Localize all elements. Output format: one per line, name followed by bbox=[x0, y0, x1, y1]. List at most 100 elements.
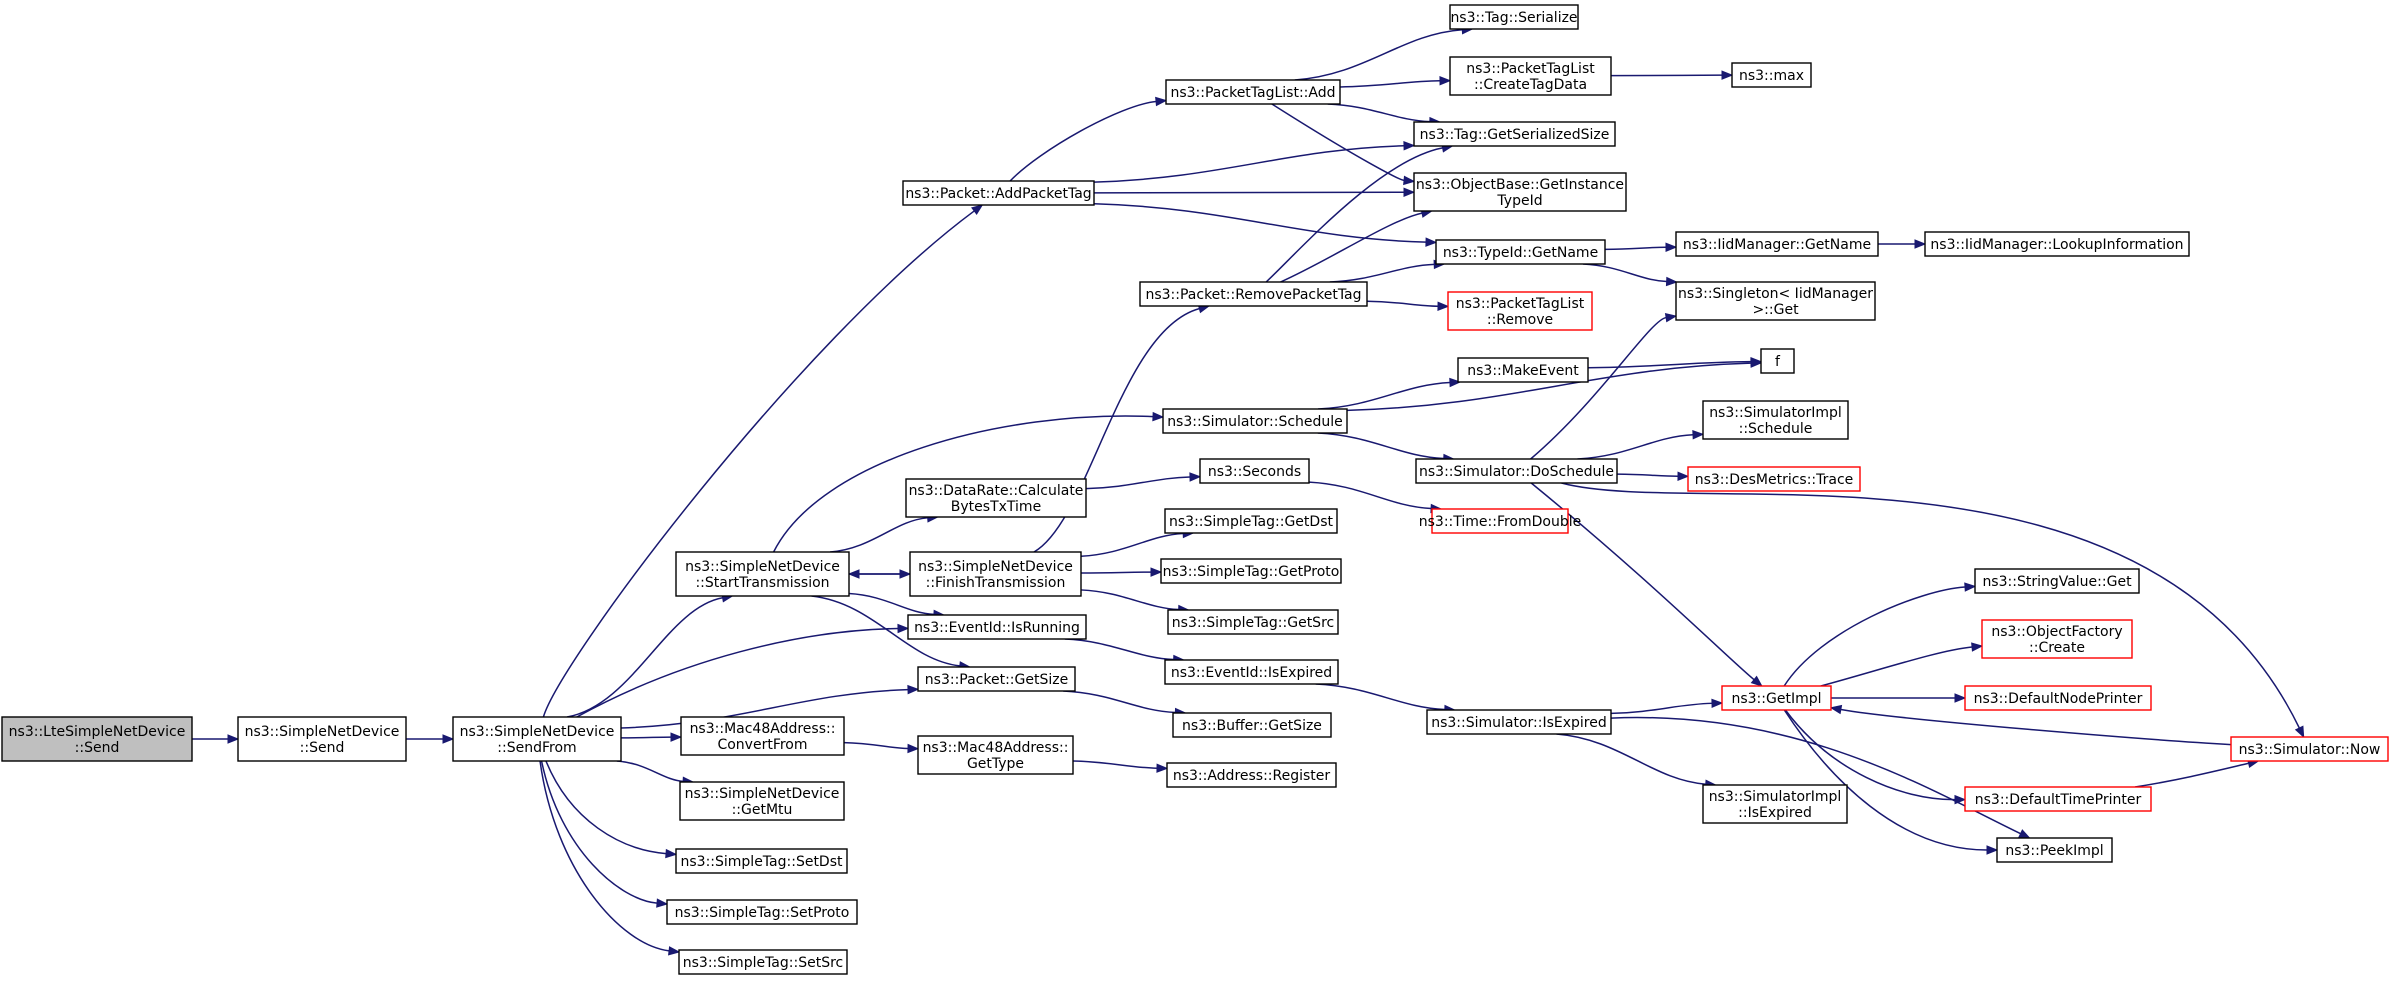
arrowhead-icon bbox=[1403, 187, 1416, 197]
function-node[interactable]: ns3::Simulator::Now bbox=[2230, 736, 2389, 762]
arrowhead-icon bbox=[1150, 567, 1163, 577]
function-node[interactable]: ns3::PacketTagList::CreateTagData bbox=[1449, 56, 1612, 96]
node-label: ns3::DefaultNodePrinter bbox=[1974, 691, 2143, 707]
edges-layer bbox=[192, 25, 2305, 956]
node-box bbox=[1687, 466, 1861, 492]
function-node[interactable]: ns3::Singleton< IidManager>::Get bbox=[1675, 281, 1876, 321]
function-node[interactable]: ns3::PeekImpl bbox=[1996, 837, 2113, 863]
node-label: BytesTxTime bbox=[951, 499, 1041, 515]
node-label: ns3::Address::Register bbox=[1173, 768, 1331, 784]
edge-line bbox=[1318, 381, 1450, 410]
edge-n22-n23 bbox=[1085, 472, 1202, 490]
function-node[interactable]: ns3::SimpleTag::GetProto bbox=[1160, 558, 1342, 584]
function-node[interactable]: ns3::StringValue::Get bbox=[1974, 568, 2140, 594]
edge-n31-n41 bbox=[1315, 683, 1457, 715]
edge-n4-n5 bbox=[1294, 25, 1474, 81]
node-box bbox=[1760, 348, 1795, 374]
function-node[interactable]: ns3::Packet::GetSize bbox=[917, 666, 1076, 692]
function-node[interactable]: ns3::IidManager::LookupInformation bbox=[1924, 231, 2190, 257]
function-node[interactable]: ns3::Simulator::DoSchedule bbox=[1415, 458, 1618, 484]
function-node[interactable]: ns3::PacketTagList::Add bbox=[1165, 79, 1341, 105]
function-node[interactable]: ns3::PacketTagList::Remove bbox=[1447, 291, 1593, 331]
function-node[interactable]: ns3::DefaultTimePrinter bbox=[1964, 786, 2152, 812]
function-node[interactable]: ns3::Tag::GetSerializedSize bbox=[1413, 121, 1616, 147]
function-node[interactable]: ns3::DesMetrics::Trace bbox=[1687, 466, 1861, 492]
edge-line bbox=[830, 517, 928, 553]
node-box bbox=[1162, 408, 1348, 434]
arrowhead-icon bbox=[897, 623, 910, 634]
node-label: ns3::Seconds bbox=[1208, 464, 1301, 480]
function-node[interactable]: ns3::Packet::RemovePacketTag bbox=[1139, 281, 1368, 307]
function-node[interactable]: ns3::SimpleTag::GetSrc bbox=[1167, 609, 1339, 635]
function-node[interactable]: ns3::SimpleNetDevice::FinishTransmission bbox=[909, 551, 1082, 597]
function-node[interactable]: ns3::Time::FromDouble bbox=[1419, 508, 1582, 534]
node-label: ns3::ObjectBase::GetInstance bbox=[1416, 177, 1624, 193]
function-node[interactable]: ns3::SimpleNetDevice::SendFrom bbox=[452, 716, 622, 762]
edge-line bbox=[576, 627, 899, 718]
function-node[interactable]: ns3::Simulator::IsExpired bbox=[1426, 709, 1612, 735]
node-label: >::Get bbox=[1752, 302, 1799, 318]
node-box bbox=[1924, 231, 2190, 257]
node-label: ns3::SimpleTag::GetProto bbox=[1163, 564, 1340, 580]
node-label: ns3::Simulator::DoSchedule bbox=[1419, 464, 1614, 480]
function-node[interactable]: ns3::Seconds bbox=[1199, 458, 1310, 484]
arrowhead-icon bbox=[1971, 642, 1984, 652]
node-box bbox=[237, 716, 407, 762]
function-node[interactable]: ns3::Address::Register bbox=[1166, 762, 1337, 788]
edge-line bbox=[1009, 100, 1157, 182]
function-node[interactable]: ns3::SimpleTag::SetSrc bbox=[678, 949, 848, 975]
function-node[interactable]: ns3::max bbox=[1731, 62, 1812, 88]
edge-line bbox=[1530, 316, 1667, 460]
function-node[interactable]: ns3::SimpleTag::GetDst bbox=[1164, 508, 1338, 534]
function-node[interactable]: ns3::ObjectFactory::Create bbox=[1981, 619, 2133, 659]
edge-n34-n35 bbox=[843, 741, 920, 754]
node-label: ::SendFrom bbox=[497, 740, 576, 756]
node-label: ns3::IidManager::LookupInformation bbox=[1930, 237, 2183, 253]
arrowhead-icon bbox=[656, 898, 669, 908]
function-node[interactable]: ns3::SimpleNetDevice::GetMtu bbox=[679, 781, 845, 821]
node-label: ns3::SimpleTag::SetSrc bbox=[683, 955, 843, 971]
function-node[interactable]: ns3::Tag::Serialize bbox=[1449, 4, 1579, 30]
function-node[interactable]: ns3::Mac48Address::ConvertFrom bbox=[680, 716, 845, 756]
edge-line bbox=[1783, 709, 1988, 851]
edge-line bbox=[1582, 263, 1667, 283]
node-box bbox=[1457, 357, 1589, 383]
edge-line bbox=[566, 597, 723, 718]
node-box bbox=[1996, 837, 2113, 863]
function-node[interactable]: ns3::Packet::AddPacketTag bbox=[902, 180, 1095, 206]
function-node[interactable]: ns3::MakeEvent bbox=[1457, 357, 1589, 383]
function-node[interactable]: ns3::SimulatorImpl::IsExpired bbox=[1702, 784, 1848, 824]
arrowhead-icon bbox=[2018, 829, 2031, 839]
node-box bbox=[1435, 239, 1606, 265]
function-node[interactable]: ns3::GetImpl bbox=[1721, 685, 1832, 711]
node-box bbox=[1675, 281, 1876, 321]
function-node[interactable]: ns3::DefaultNodePrinter bbox=[1964, 685, 2152, 711]
node-box bbox=[666, 899, 858, 925]
function-node[interactable]: ns3::TypeId::GetName bbox=[1435, 239, 1606, 265]
function-node[interactable]: ns3::SimpleTag::SetProto bbox=[666, 899, 858, 925]
function-node[interactable]: ns3::SimulatorImpl::Schedule bbox=[1702, 400, 1849, 440]
function-node[interactable]: ns3::Simulator::Schedule bbox=[1162, 408, 1348, 434]
edge-line bbox=[1339, 80, 1441, 88]
edge-line bbox=[1556, 733, 1706, 785]
function-node[interactable]: ns3::SimpleNetDevice::StartTransmission bbox=[675, 551, 850, 597]
edge-n23-n24 bbox=[1308, 481, 1443, 514]
edge-line bbox=[542, 210, 975, 718]
node-box bbox=[1172, 712, 1332, 738]
node-label: ns3::SimpleTag::SetProto bbox=[675, 905, 850, 921]
function-node[interactable]: ns3::SimpleNetDevice::Send bbox=[237, 716, 407, 762]
node-label: ns3::IidManager::GetName bbox=[1683, 237, 1871, 253]
edge-line bbox=[1093, 145, 1405, 183]
function-node[interactable]: ns3::Mac48Address::GetType bbox=[917, 735, 1074, 775]
function-node[interactable]: f bbox=[1760, 348, 1795, 374]
node-box bbox=[1160, 558, 1342, 584]
function-node[interactable]: ns3::SimpleTag::SetDst bbox=[675, 848, 848, 874]
edge-n2-n40 bbox=[539, 760, 681, 956]
edge-n2-n34 bbox=[620, 732, 683, 742]
function-node[interactable]: ns3::Buffer::GetSize bbox=[1172, 712, 1332, 738]
function-node[interactable]: ns3::EventId::IsRunning bbox=[907, 614, 1087, 640]
function-node[interactable]: ns3::IidManager::GetName bbox=[1675, 231, 1879, 257]
function-node[interactable]: ns3::EventId::IsExpired bbox=[1164, 659, 1339, 685]
